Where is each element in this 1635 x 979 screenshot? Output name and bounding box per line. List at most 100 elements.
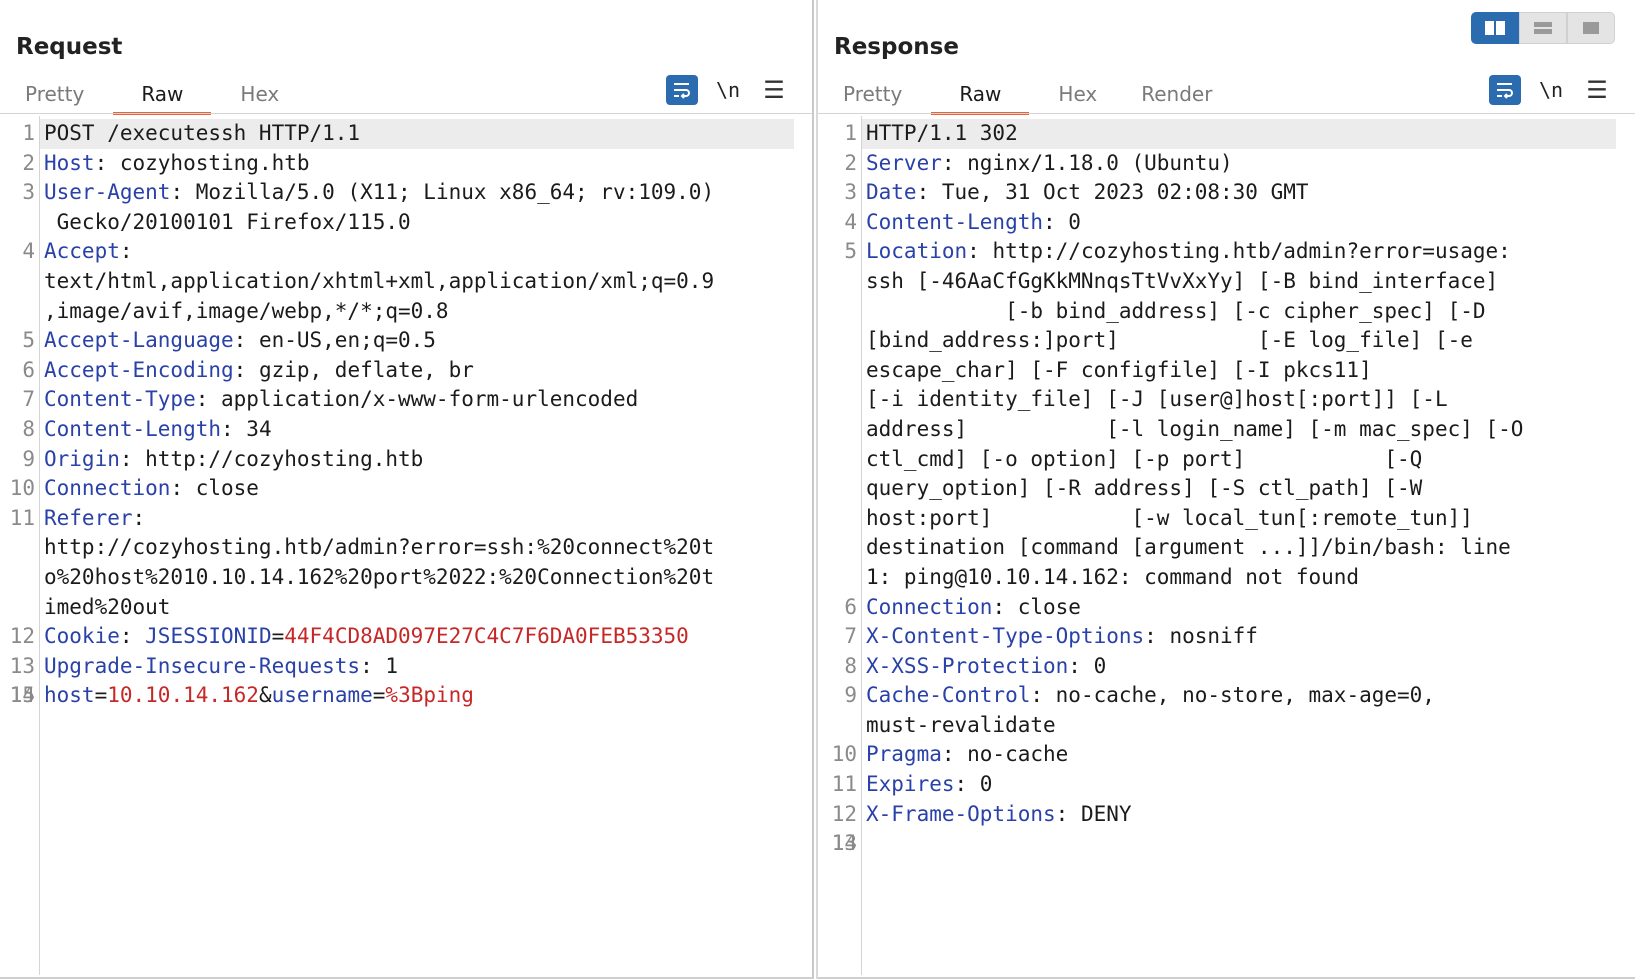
token-key: Accept-Encoding	[44, 357, 234, 382]
token-text: : 0	[954, 772, 993, 797]
line-text: Connection: close	[40, 474, 794, 504]
token-param-value: 44F4CD8AD097E27C4C7F6DA0FEB53350	[284, 624, 689, 649]
wrap-lines-icon[interactable]	[1489, 75, 1521, 105]
line-text: [-i identity_file] [-J [user@]host[:port…	[862, 385, 1616, 415]
line-text: Content-Length: 34	[40, 415, 794, 445]
show-newlines-icon[interactable]: \n	[1538, 78, 1564, 102]
split-horizontal-icon[interactable]	[1471, 12, 1519, 44]
tab-hex[interactable]: Hex	[240, 82, 280, 106]
code-line-wrap: host:port] [-w local_tun[:remote_tun]]	[862, 504, 1635, 534]
line-number: 10	[9, 476, 35, 501]
token-key: JSESSIONID	[145, 624, 272, 649]
token-text: : gzip, deflate, br	[233, 357, 474, 382]
token-key: Host	[44, 150, 95, 175]
token-text: HTTP/1.1 302	[866, 121, 1018, 145]
line-text: Gecko/20100101 Firefox/115.0	[40, 208, 794, 238]
line-text: host:port] [-w local_tun[:remote_tun]]	[862, 504, 1616, 534]
line-text: POST /executessh HTTP/1.1	[40, 119, 794, 149]
line-number: 5	[22, 328, 35, 353]
line-number: 11	[9, 505, 35, 530]
show-newlines-icon[interactable]: \n	[715, 78, 741, 102]
token-key: User-Agent	[44, 180, 171, 205]
wrap-lines-icon[interactable]	[666, 75, 698, 105]
code-line-wrap: [-i identity_file] [-J [user@]host[:port…	[862, 385, 1635, 415]
single-pane-icon[interactable]	[1567, 12, 1615, 44]
tab-hex[interactable]: Hex	[1058, 82, 1098, 106]
line-text: [-b bind_address] [-c cipher_spec] [-D	[862, 297, 1616, 327]
token-key: Connection	[44, 476, 171, 501]
token-text: imed%20out	[44, 594, 171, 619]
tab-render[interactable]: Render	[1141, 82, 1213, 106]
line-text: ,image/avif,image/webp,*/*;q=0.8	[40, 297, 794, 327]
code-line-wrap: ,image/avif,image/webp,*/*;q=0.8	[40, 297, 812, 327]
token-text: ,image/avif,image/webp,*/*;q=0.8	[44, 298, 449, 323]
request-toolbar: \n ☰	[652, 75, 790, 105]
token-text: : close	[170, 476, 259, 501]
token-text: : Mozilla/5.0 (X11; Linux x86_64; rv:109…	[170, 180, 715, 205]
line-number: 7	[844, 624, 857, 649]
line-number: 14	[9, 683, 35, 708]
token-text: =	[271, 624, 285, 649]
token-key: Upgrade-Insecure-Requests	[44, 653, 361, 678]
token-text: :	[119, 624, 146, 649]
hamburger-menu-icon[interactable]: ☰	[763, 76, 785, 104]
code-line: 5 Location: http://cozyhosting.htb/admin?…	[844, 237, 1635, 267]
line-text: Host: cozyhosting.htb	[40, 149, 794, 179]
token-key: X-XSS-Protection	[866, 653, 1069, 678]
token-text: must-revalidate	[866, 712, 1056, 737]
line-text: Pragma: no-cache	[862, 740, 1616, 770]
hamburger-menu-icon[interactable]: ☰	[1586, 76, 1608, 104]
token-text: : nosniff	[1144, 624, 1258, 649]
split-vertical-icon[interactable]	[1519, 12, 1567, 44]
line-text: 1: ping@10.10.14.162: command not found	[862, 563, 1616, 593]
line-text: host=10.10.14.162&username=%3Bping	[40, 681, 794, 711]
token-key: Cache-Control	[866, 683, 1031, 708]
tab-raw[interactable]: Raw	[931, 78, 1030, 115]
code-line-wrap: ctl_cmd] [-o option] [-p port] [-Q	[862, 445, 1635, 475]
token-key: Server	[866, 150, 942, 175]
line-text: ctl_cmd] [-o option] [-p port] [-Q	[862, 445, 1616, 475]
layout-toggle	[1471, 12, 1615, 44]
line-text: imed%20out	[40, 593, 794, 623]
pane-splitter[interactable]	[812, 0, 818, 979]
line-text: HTTP/1.1 302	[862, 119, 1616, 149]
token-key: Location	[866, 239, 968, 264]
line-text: X-Content-Type-Options: nosniff	[862, 622, 1616, 652]
token-key: Content-Length	[44, 416, 222, 441]
code-line-wrap: [-b bind_address] [-c cipher_spec] [-D	[862, 297, 1635, 327]
line-number: 2	[844, 150, 857, 175]
tab-pretty[interactable]: Pretty	[843, 82, 903, 106]
token-key: Connection	[866, 594, 993, 619]
line-text: Cookie: JSESSIONID=44F4CD8AD097E27C4C7F6…	[40, 622, 794, 652]
token-text: : 34	[221, 416, 272, 441]
token-key: Date	[866, 180, 917, 205]
line-number: 5	[844, 239, 857, 264]
token-key: Accept	[44, 239, 120, 264]
code-line-wrap: address] [-l login_name] [-m mac_spec] […	[862, 415, 1635, 445]
tab-raw[interactable]: Raw	[113, 78, 212, 115]
token-text: : http://cozyhosting.htb/admin?error=usa…	[967, 239, 1511, 264]
line-text: http://cozyhosting.htb/admin?error=ssh:%…	[40, 533, 794, 563]
token-key: Content-Type	[44, 387, 196, 412]
line-text: Accept-Language: en-US,en;q=0.5	[40, 326, 794, 356]
line-text: escape_char] [-F configfile] [-I pkcs11]	[862, 356, 1616, 386]
line-number: 1	[22, 121, 35, 145]
code-line-wrap: escape_char] [-F configfile] [-I pkcs11]	[862, 356, 1635, 386]
line-number: 3	[844, 180, 857, 205]
tab-pretty[interactable]: Pretty	[25, 82, 85, 106]
